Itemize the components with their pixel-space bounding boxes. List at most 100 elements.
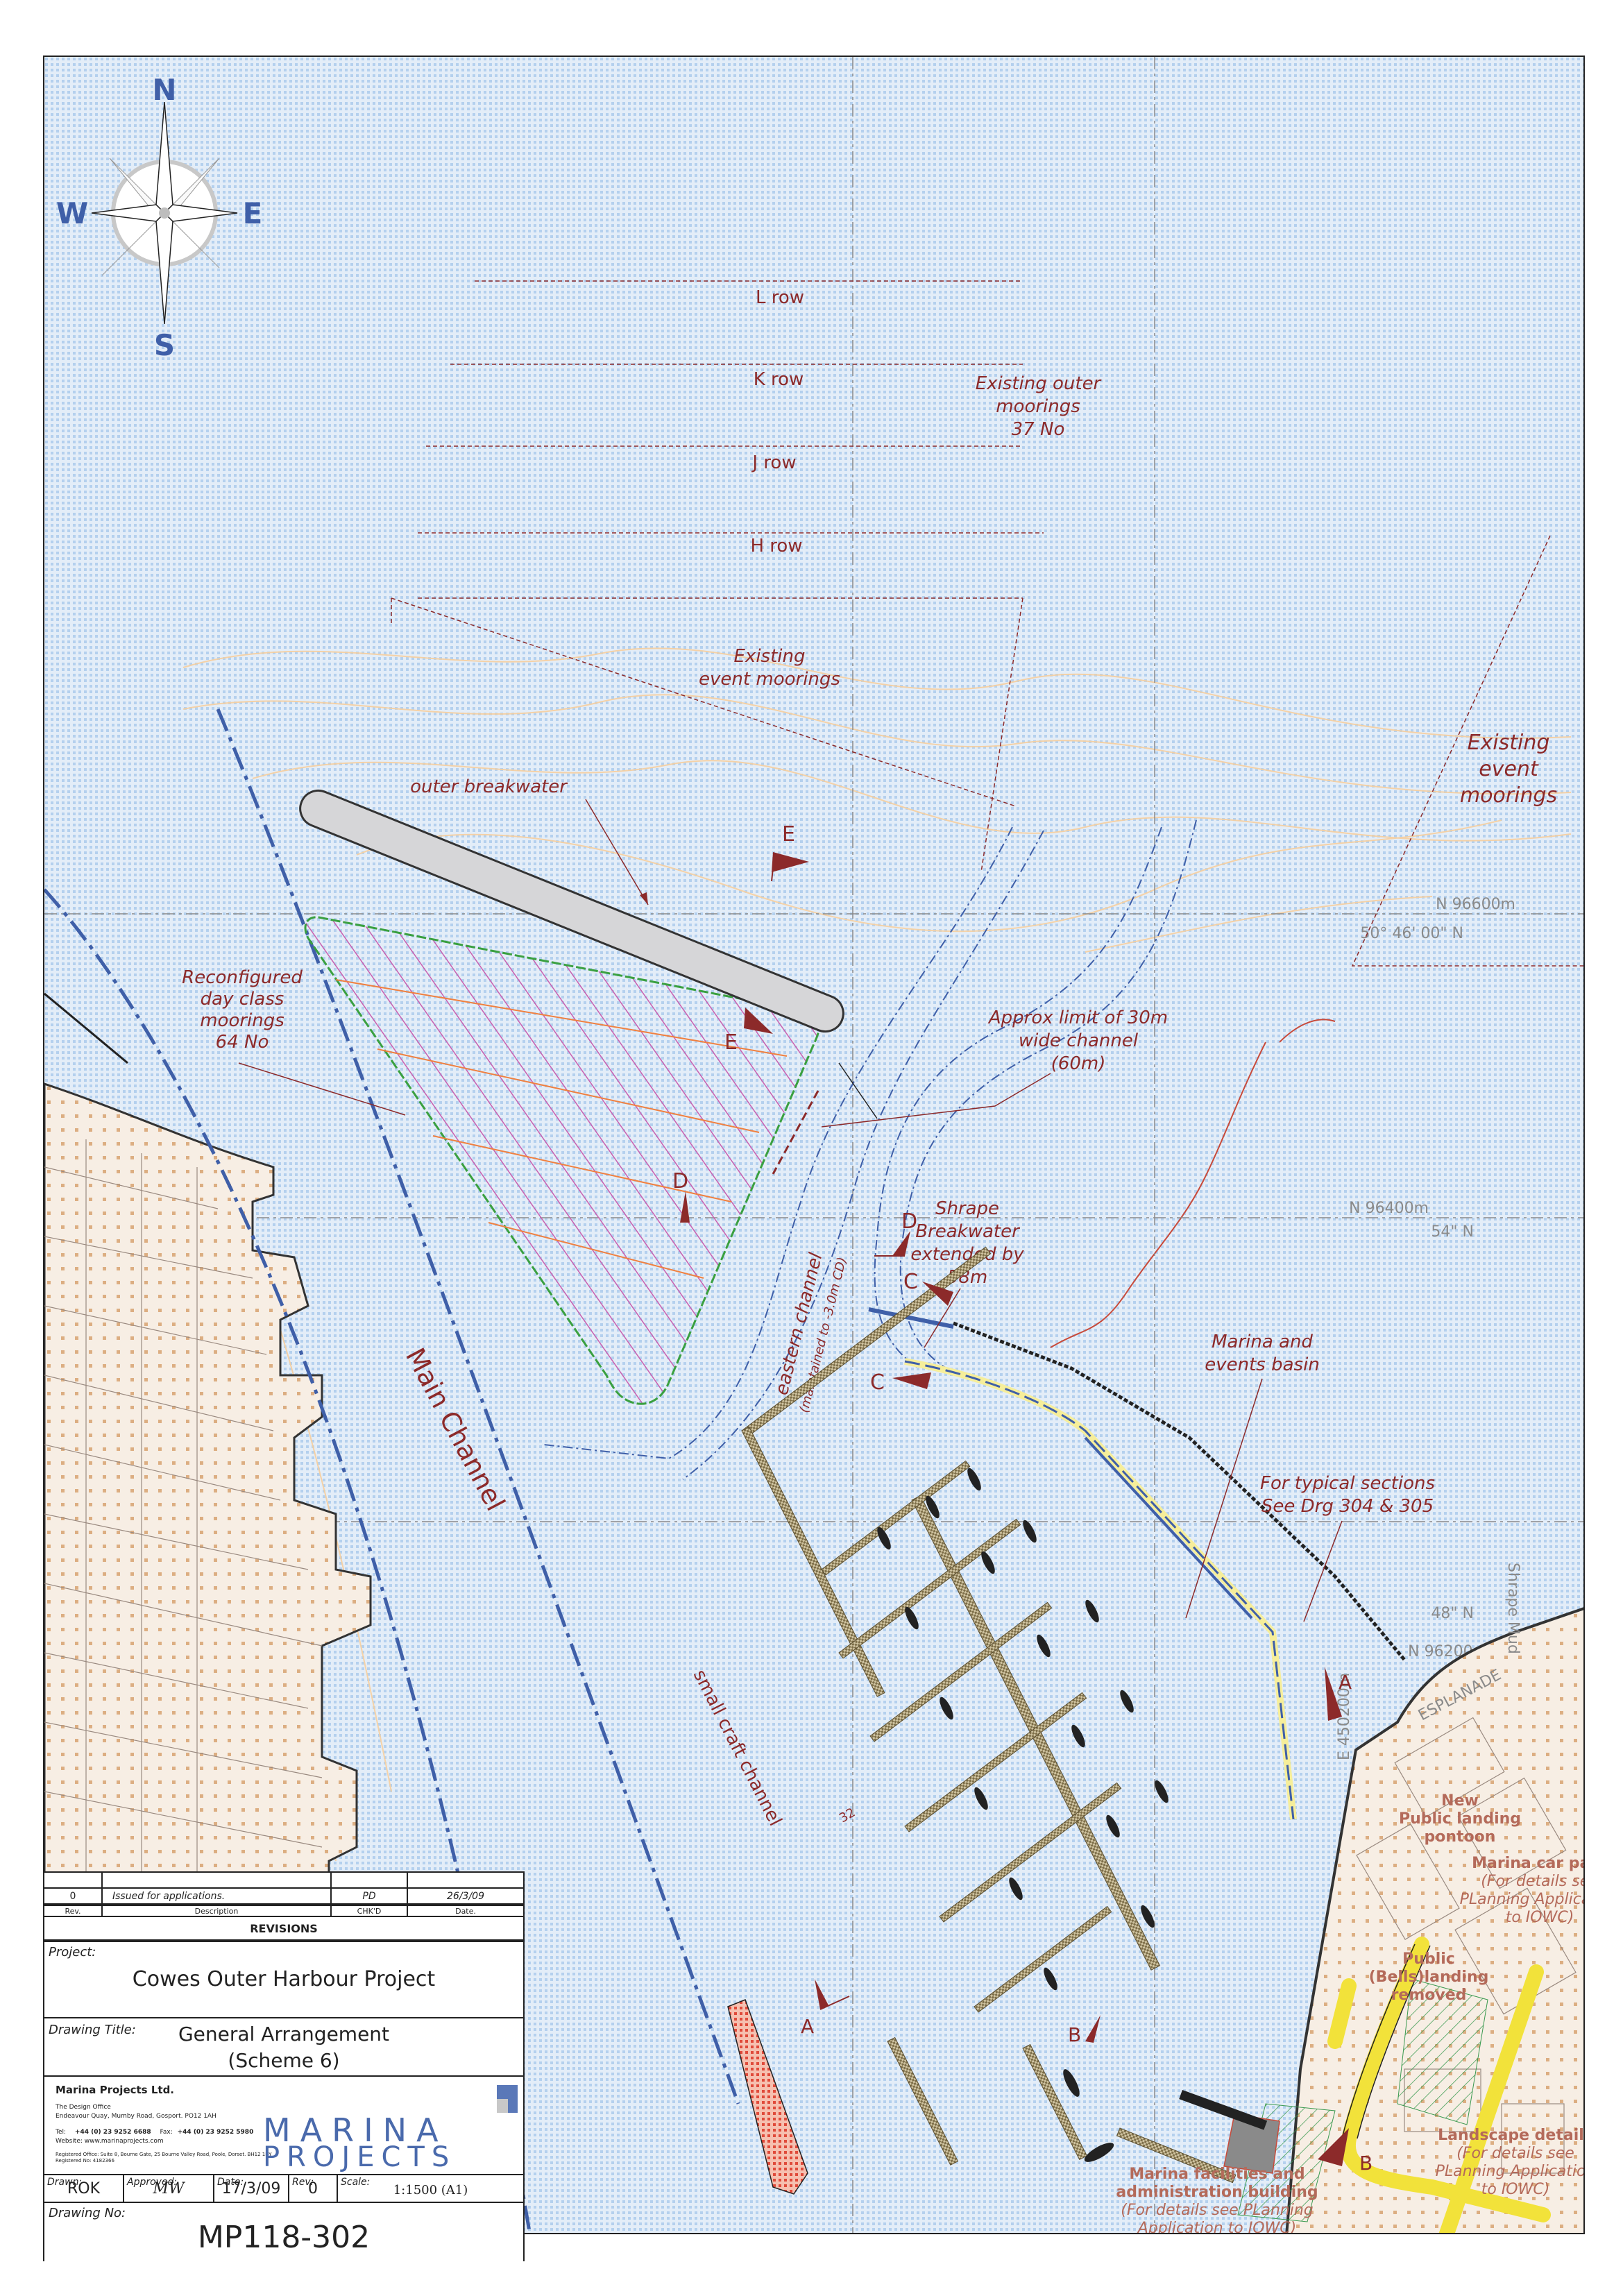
marina-facilities-label: Marina facilities and administration bui… xyxy=(1116,2166,1318,2233)
svg-text:to IOWC): to IOWC) xyxy=(1506,1909,1574,1926)
access-bridge xyxy=(1179,2089,1268,2130)
east-land-buildings xyxy=(1356,1717,1577,2174)
svg-text:Approx limit of 30m: Approx limit of 30m xyxy=(987,1007,1168,1028)
section-marker-c-2: C xyxy=(870,1370,931,1395)
eastern-channel-boundaries xyxy=(543,819,1197,1480)
compass-east: E xyxy=(243,196,263,230)
section-marker-a-2: A xyxy=(801,1979,850,2038)
svg-text:Public landing: Public landing xyxy=(1399,1810,1521,1828)
revision-headers: Rev. Description CHK'D Date. xyxy=(44,1905,523,1917)
typical-sections-label: For typical sections See Drg 304 & 305 xyxy=(1260,1473,1435,1517)
drawn-by: ROK xyxy=(67,2180,101,2197)
svg-text:Marina facilities and: Marina facilities and xyxy=(1129,2166,1305,2183)
grid-label-n96400: N 96400m xyxy=(1349,1200,1429,1217)
marina-car-park-label: Marina car park (For details see PLannin… xyxy=(1460,1855,1585,1926)
drawing-title-line2: (Scheme 6) xyxy=(228,2049,340,2072)
k-row-label: K row xyxy=(754,369,804,390)
company-address-1: The Design Office xyxy=(56,2104,111,2111)
marina-pontoons xyxy=(741,1246,1237,2184)
svg-text:moorings: moorings xyxy=(996,396,1080,417)
svg-text:Landscape details: Landscape details xyxy=(1438,2127,1585,2144)
compass-north: N xyxy=(152,73,176,107)
company-fax: +44 (0) 23 9252 5980 xyxy=(177,2129,254,2136)
marina-basin-leader xyxy=(1185,1378,1263,1619)
svg-text:removed: removed xyxy=(1391,1987,1467,2004)
reconfigured-moorings-leader xyxy=(238,1062,406,1116)
svg-text:A: A xyxy=(1339,1671,1352,1694)
drawn-by-cell: Drawn:ROK xyxy=(44,2175,124,2202)
revision-row-empty xyxy=(44,1873,523,1889)
mooring-row-lines xyxy=(391,280,1583,967)
shrape-breakwater-leader xyxy=(924,1288,961,1348)
svg-text:events basin: events basin xyxy=(1205,1354,1320,1375)
company-logo-line2: PROJECTS xyxy=(263,2141,457,2173)
revision-row-0: 0 Issued for applications. PD 26/3/09 xyxy=(44,1889,523,1905)
outer-breakwater-leader xyxy=(585,799,649,905)
svg-text:PLanning Application: PLanning Application xyxy=(1436,2163,1585,2180)
section-marker-c-1: C xyxy=(903,1270,953,1306)
svg-text:See Drg 304 & 305: See Drg 304 & 305 xyxy=(1261,1496,1434,1517)
drawing-title-section: Drawing Title: General Arrangement (Sche… xyxy=(44,2018,523,2077)
west-jetty xyxy=(44,992,128,1064)
company-name: Marina Projects Ltd. xyxy=(56,2084,174,2096)
rev-cell: Rev:0 xyxy=(289,2175,338,2202)
svg-text:Existing outer: Existing outer xyxy=(976,373,1103,394)
drawing-title-label: Drawing Title: xyxy=(49,2023,136,2037)
svg-text:PLanning Application: PLanning Application xyxy=(1460,1891,1585,1908)
marina-basin-label: Marina and events basin xyxy=(1205,1332,1320,1375)
svg-text:pontoon: pontoon xyxy=(1425,1828,1496,1846)
section-marker-a-1: A xyxy=(1325,1667,1352,1721)
dimension-line xyxy=(838,1062,878,1119)
shrape-breakwater xyxy=(953,1321,1406,1661)
company-logo-line1: MARINA xyxy=(263,2111,448,2149)
svg-text:(60m): (60m) xyxy=(1051,1053,1106,1074)
svg-text:(For details see PLanning: (For details see PLanning xyxy=(1121,2202,1313,2219)
svg-text:(For details see: (For details see xyxy=(1456,2145,1574,2162)
svg-text:(Bells)landing: (Bells)landing xyxy=(1369,1968,1489,1986)
svg-text:wide channel: wide channel xyxy=(1019,1030,1139,1051)
typical-sections-leader xyxy=(1303,1520,1343,1622)
section-flag-icon xyxy=(1085,2015,1101,2043)
landscape-details-label: Landscape details (For details see PLann… xyxy=(1436,2127,1585,2198)
section-marker-e-2: E xyxy=(724,1007,773,1055)
compass-west: W xyxy=(56,196,88,230)
svg-text:moorings: moorings xyxy=(1460,783,1557,808)
svg-text:Breakwater: Breakwater xyxy=(915,1221,1021,1242)
h-row-label: H row xyxy=(750,536,802,556)
drawing-scale: 1:1500 (A1) xyxy=(393,2183,468,2197)
marina-basin-boundary xyxy=(904,1358,1297,1820)
svg-text:64 No: 64 No xyxy=(216,1032,269,1053)
svg-text:37 No: 37 No xyxy=(1012,419,1065,440)
road-edges xyxy=(1341,1944,1431,2139)
channel-width-dimension xyxy=(772,1090,819,1175)
drawing-number-label: Drawing No: xyxy=(49,2206,126,2220)
company-logo-mark xyxy=(497,2085,518,2113)
section-flag-icon xyxy=(892,1231,910,1256)
company-tel: +44 (0) 23 9252 6688 xyxy=(74,2129,151,2136)
registered-number: Registered No: 4182366 xyxy=(56,2158,114,2163)
svg-text:For typical sections: For typical sections xyxy=(1260,1473,1435,1494)
svg-text:E: E xyxy=(782,822,795,847)
grid-label-lat-48: 48" N xyxy=(1431,1605,1474,1622)
compass-rose: N S E W xyxy=(56,73,263,362)
section-marker-d-1: D xyxy=(672,1169,690,1223)
revision-date: 26/3/09 xyxy=(447,1890,484,1902)
grid-label-lat-46: 50° 46' 00" N xyxy=(1360,925,1463,942)
registered-office: Registered Office: Suite 8, Bourne Gate,… xyxy=(56,2152,272,2157)
drawing-sheet: N 96600m 50° 46' 00" N N 96400m 54" N 48… xyxy=(43,56,1585,2234)
approx-limit-label: Approx limit of 30m wide channel (60m) xyxy=(987,1007,1168,1074)
drawing-date: 17/3/09 xyxy=(221,2180,281,2197)
drawing-title-line1: General Arrangement xyxy=(178,2023,390,2046)
low-water-line xyxy=(1050,1019,1336,1348)
approved-by-cell: Approved:MW xyxy=(124,2175,214,2202)
date-cell: Date:17/3/09 xyxy=(214,2175,289,2202)
svg-text:A: A xyxy=(801,2015,814,2038)
svg-text:Existing: Existing xyxy=(1468,731,1550,755)
l-row-label: L row xyxy=(756,287,804,308)
svg-text:Marina and: Marina and xyxy=(1212,1332,1313,1352)
svg-text:New: New xyxy=(1441,1792,1479,1810)
svg-text:to IOWC): to IOWC) xyxy=(1481,2181,1550,2198)
svg-text:Shrape: Shrape xyxy=(935,1198,999,1219)
svg-text:E: E xyxy=(724,1030,738,1055)
svg-text:day class: day class xyxy=(201,989,284,1010)
